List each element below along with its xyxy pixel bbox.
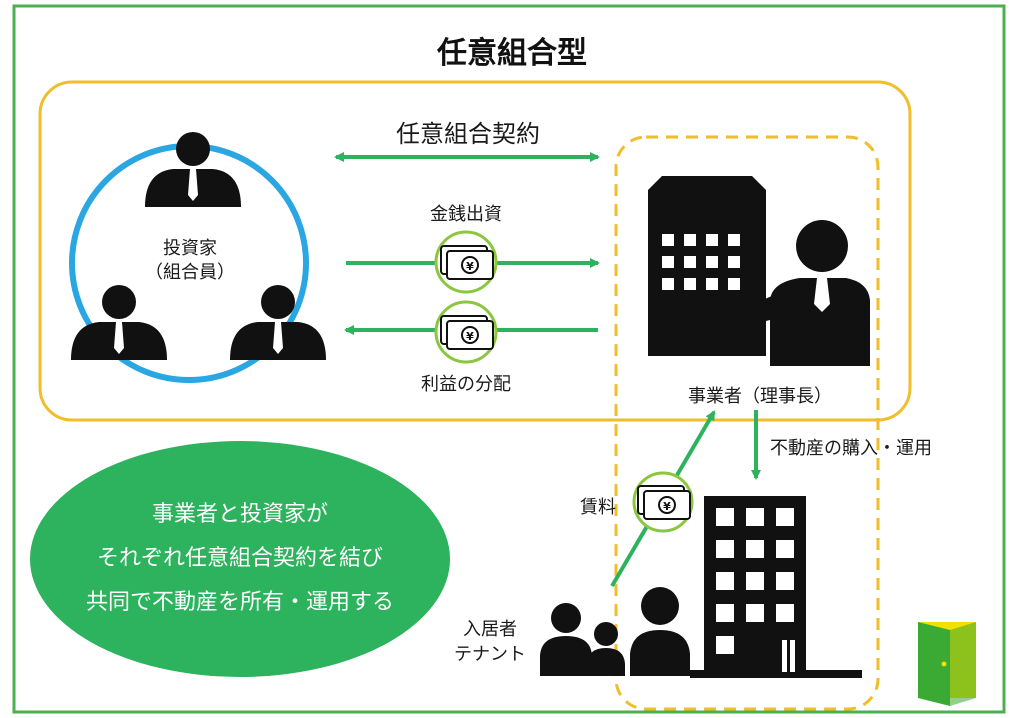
investor-person-icon-top [145,132,241,207]
summary-line1: 事業者と投資家が [151,502,328,527]
operator-dashed-box [614,135,880,711]
investor-label-line1: 投資家 [163,238,217,259]
tenant-label-line1: 入居者 [463,619,517,640]
investment-label: 金銭出資 [430,204,502,225]
brand-logo-icon [918,622,976,706]
summary-ellipse [30,441,450,677]
summary-line3: 共同で不動産を所有・運用する [85,590,394,615]
contract-label: 任意組合契約 [396,120,540,148]
rent-label: 賃料 [580,497,616,518]
union-box [38,80,912,422]
money-symbol: ¥ [466,330,474,343]
property-building-icon [690,496,862,678]
operator-office-icon [648,176,766,356]
tenant-label-line2: テナント [454,644,526,665]
investor-label-line2: （組合員） [145,262,235,283]
investor-person-icon-right [230,285,326,360]
operator-label: 事業者（理事長） [688,386,832,407]
money-distribution-icon: ¥ [434,300,498,364]
operator-person-icon [718,220,870,366]
page-title: 任意組合型 [437,36,587,71]
money-investment-icon: ¥ [434,230,498,294]
money-rent-icon: ¥ [632,471,694,533]
summary-line2: それぞれ任意組合契約を結び [96,546,383,571]
purchase-label: 不動産の購入・運用 [770,438,932,459]
distribution-label: 利益の分配 [421,374,511,395]
outer-frame [12,4,1006,714]
money-symbol: ¥ [663,500,671,513]
money-symbol: ¥ [466,260,474,273]
tenant-family-icon [540,587,690,676]
